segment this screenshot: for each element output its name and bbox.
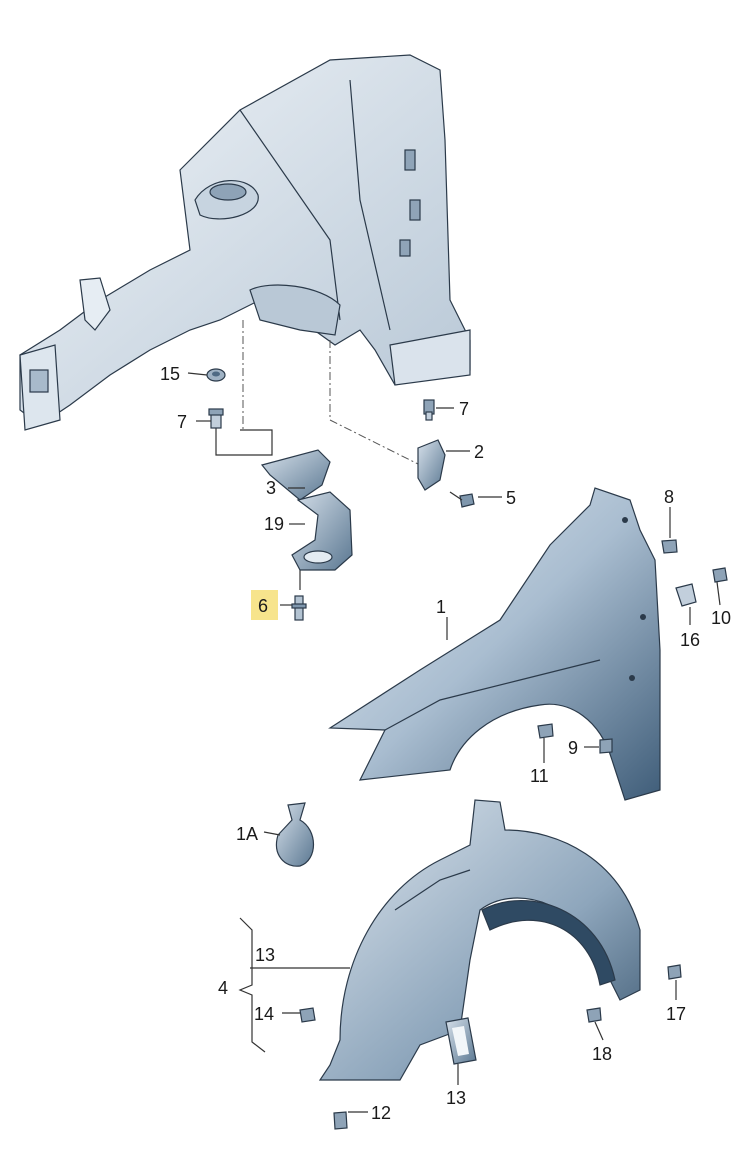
callout-3: 3 [266,478,276,498]
callout-19: 19 [264,514,284,534]
stud-6 [291,595,307,621]
screw-5 [449,491,475,508]
callout-11: 11 [530,766,549,786]
fender [328,487,661,801]
callout-13-upper: 13 [255,945,275,965]
callout-1: 1 [436,597,446,617]
bracket-2 [417,439,446,491]
callout-14: 14 [254,1004,274,1024]
bolt-7-left [208,408,224,429]
fasteners-fender [537,539,728,754]
callout-5: 5 [506,488,516,508]
cover-bag-1a [276,802,314,867]
callout-2: 2 [474,442,484,462]
nut-15 [206,368,226,382]
fasteners-liner [299,964,682,1130]
callout-6: 6 [258,596,268,616]
callout-13-lower: 13 [446,1088,466,1108]
highlight-6 [251,590,278,620]
callout-7-right: 7 [459,399,469,419]
brace-4 [238,917,266,1053]
callout-8: 8 [664,487,674,507]
bracket-3-19 [260,449,353,571]
callout-9: 9 [568,738,578,758]
wheel-arch-liner [318,799,641,1081]
callout-15: 15 [160,364,180,384]
callout-10: 10 [711,608,731,628]
callout-4: 4 [218,978,228,998]
callout-1a: 1A [236,824,258,844]
body-structure [19,54,471,431]
callout-18: 18 [592,1044,612,1064]
callout-12: 12 [371,1103,391,1123]
callout-16: 16 [680,630,700,650]
callout-17: 17 [666,1004,686,1024]
leader-lines [187,372,721,1113]
callout-labels: 1 1A 2 3 4 5 6 7 7 8 9 10 11 12 13 13 14… [160,364,731,1123]
seal-13 [445,1017,477,1065]
callout-7-left: 7 [177,412,187,432]
bolt-7-right [423,399,435,421]
